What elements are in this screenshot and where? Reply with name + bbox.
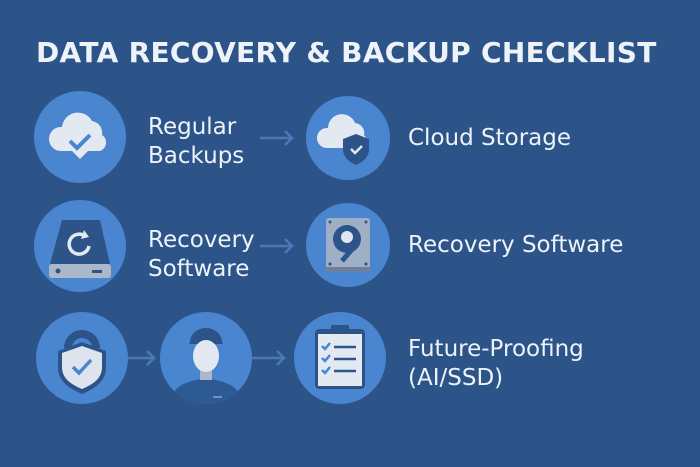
cloud-shield-icon xyxy=(306,96,390,180)
cloud-storage-label: Cloud Storage xyxy=(408,125,571,151)
technician-avatar-icon xyxy=(160,312,252,404)
clipboard-checklist-icon xyxy=(294,312,386,404)
arrow-right-icon xyxy=(252,350,286,366)
label-line: Recovery xyxy=(148,227,255,253)
label-line: Backups xyxy=(148,143,245,169)
recovery-software-label-right: Recovery Software xyxy=(408,232,624,258)
cloud-check-icon xyxy=(34,91,126,183)
page-title: DATA RECOVERY & BACKUP CHECKLIST xyxy=(36,36,657,69)
label-line: Future-Proofing xyxy=(408,336,584,362)
arrow-right-icon xyxy=(128,350,156,366)
drive-recovery-icon xyxy=(34,200,126,292)
label-line: (AI/SSD) xyxy=(408,365,504,391)
arrow-right-icon xyxy=(260,238,294,254)
recovery-software-label-left: Recovery Software xyxy=(148,226,255,284)
hard-disk-icon xyxy=(306,203,390,287)
label-line: Software xyxy=(148,256,250,282)
future-proofing-label: Future-Proofing (AI/SSD) xyxy=(408,335,584,393)
regular-backups-label: Regular Backups xyxy=(148,113,244,171)
arrow-right-icon xyxy=(260,130,294,146)
lock-shield-icon xyxy=(36,312,128,404)
label-line: Regular xyxy=(148,114,237,140)
